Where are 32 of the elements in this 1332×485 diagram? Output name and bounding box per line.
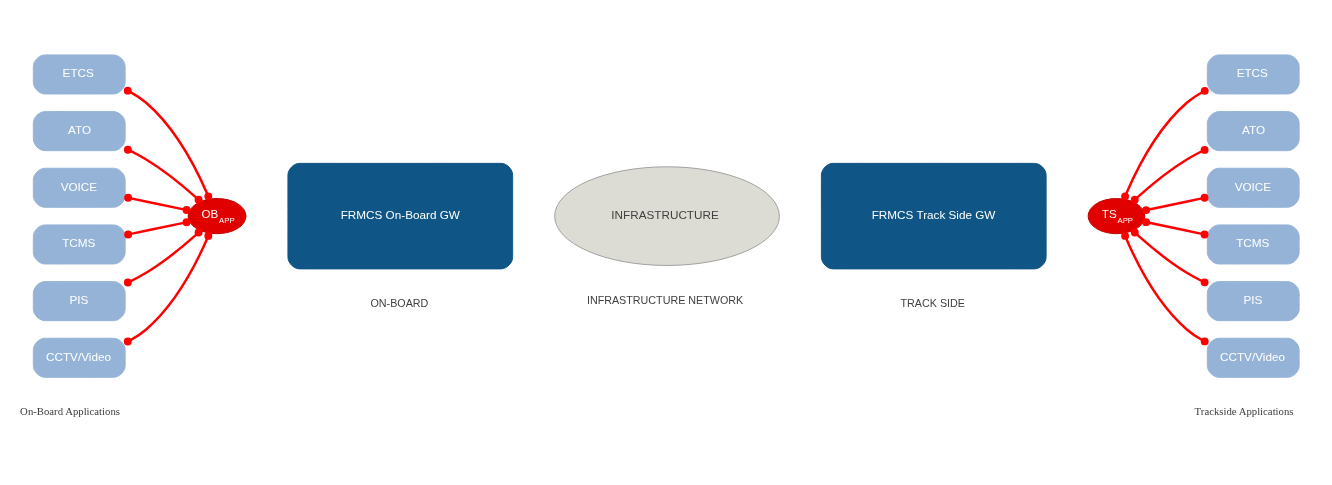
node-box: TCMS [1206,224,1300,265]
node-box: FRMCS Track Side GW [820,162,1047,270]
label: TRACK SIDE [900,296,965,309]
connector [1142,218,1209,239]
label: On-Board Applications [20,405,120,418]
connector [1121,231,1209,346]
node-box: TCMS [32,224,126,265]
connector [123,231,213,346]
connector [123,145,203,204]
node-box: PIS [32,281,126,322]
connector [1121,86,1209,201]
node-box: ATO [32,111,126,152]
node-box: VOICE [1206,167,1300,208]
node-box: CCTV/Video [32,337,126,378]
node-box: ETCS [1206,54,1300,95]
connector [1130,228,1209,287]
node-box: FRMCS On-Board GW [287,162,514,270]
node-box: ATO [1206,111,1300,152]
node-ellipse: INFRASTRUCTURE [554,166,780,266]
label: Trackside Applications [1194,405,1294,418]
connector [124,218,191,239]
node-box: ETCS [32,54,126,95]
label: INFRASTRUCTURE NETWORK [586,293,744,306]
connector [124,193,191,214]
connector [123,86,213,201]
node-box: CCTV/Video [1206,337,1300,378]
connector [1130,145,1209,204]
node-box: PIS [1206,281,1300,322]
connector [1142,193,1209,215]
connector [123,228,203,287]
label: ON-BOARD [370,296,429,309]
node-box: VOICE [32,167,126,208]
